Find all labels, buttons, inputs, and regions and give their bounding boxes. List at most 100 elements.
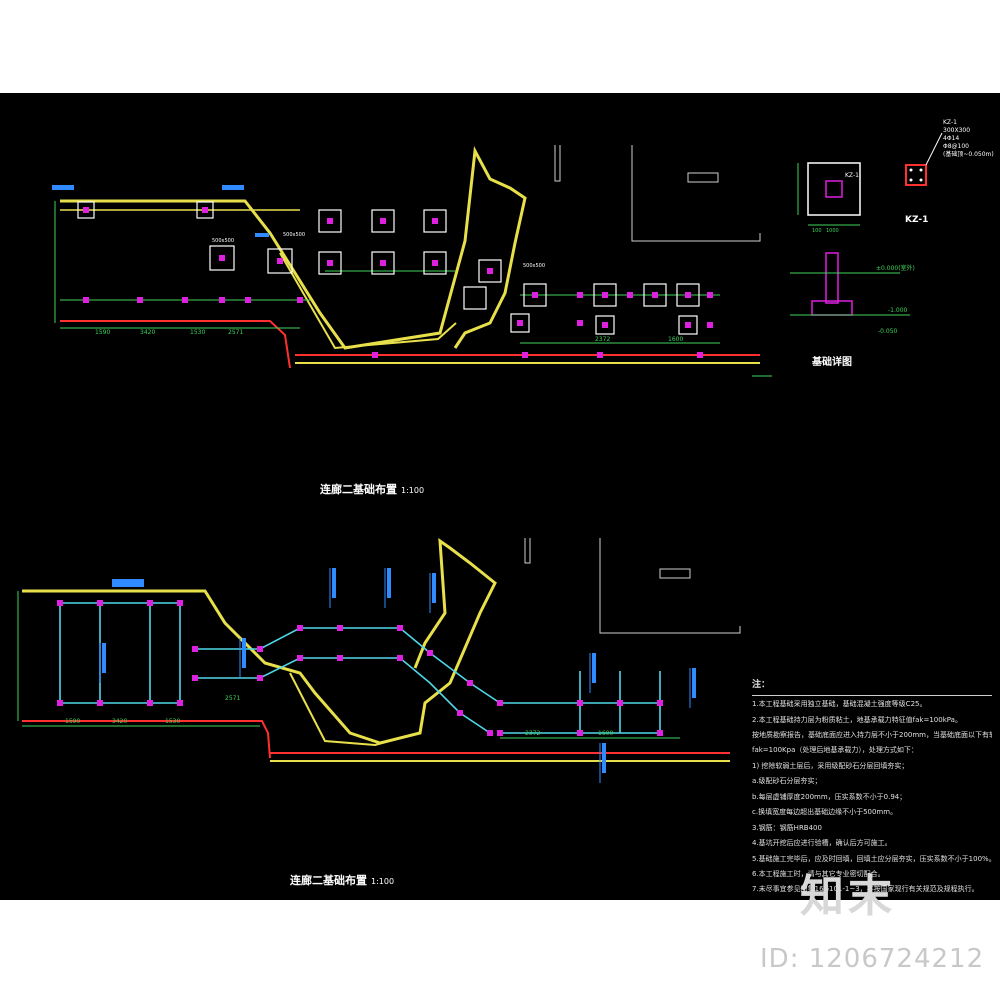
column-marker <box>337 625 343 631</box>
column-marker <box>297 297 303 303</box>
column-marker <box>457 710 463 716</box>
column-marker <box>177 700 183 706</box>
detail-col-note-2: 300X300 <box>943 127 970 134</box>
note-item: b.每层虚铺厚度200mm，压实系数不小于0.94； <box>752 792 907 801</box>
column-marker <box>257 675 263 681</box>
annotation-tag <box>332 568 336 598</box>
column-marker <box>467 680 473 686</box>
column-marker <box>97 700 103 706</box>
detail-section-title: 基础详图 <box>811 355 852 368</box>
column-marker <box>137 297 143 303</box>
footing-pad <box>678 315 698 335</box>
bottom-wall-inner <box>289 672 421 747</box>
detail-elev-1: ±0.000(室外) <box>876 264 915 272</box>
footing-pad <box>196 201 214 219</box>
notes-title: 注： <box>752 680 771 690</box>
top-columns <box>83 207 713 358</box>
note-item: 按地质勘察报告，基础底面应进入持力层不小于200mm，当基础底面以下有软弱土层时… <box>752 731 992 740</box>
note-item: 5.基础施工完毕后，应及时回填，回填土应分层夯实，压实系数不小于100%。 <box>752 854 992 863</box>
annotation-tag <box>592 653 596 683</box>
column-marker <box>577 320 583 326</box>
top-label-blue-2 <box>222 185 244 190</box>
column-marker <box>487 268 493 274</box>
top-label-blue-1 <box>52 185 74 190</box>
notes-rule <box>752 695 992 697</box>
bottom-columns <box>57 600 663 736</box>
column-marker <box>577 292 583 298</box>
top-cap-label-2: 500x500 <box>283 232 305 238</box>
column-marker <box>83 207 89 213</box>
footing-pad <box>318 251 342 275</box>
drawing-canvas[interactable]: 1590 3420 1530 2571 2372 1600 500x500 50… <box>0 93 1000 900</box>
notes-block: 注： 1.本工程基础采用独立基础，基础混凝土强度等级C25。 2.本工程基础持力… <box>752 679 992 901</box>
bottom-device-box <box>659 568 691 579</box>
beam-line <box>195 657 491 734</box>
detail-elev-2: -1.000 <box>888 307 908 314</box>
detail-column-plan <box>825 180 843 198</box>
watermark-brand: 知末 <box>800 871 896 922</box>
bottom-building-outline <box>524 538 531 564</box>
annotation-tag <box>102 643 106 673</box>
footing-pad <box>595 315 615 335</box>
watermark-id: ID: 1206724212 <box>760 944 985 974</box>
column-marker <box>497 700 503 706</box>
bottom-dim-4: 2571 <box>225 695 240 702</box>
detail-col-note-1: KZ-1 <box>943 119 957 126</box>
detail-section-column <box>825 252 839 304</box>
top-building-stair <box>631 145 761 242</box>
column-marker <box>627 292 633 298</box>
column-marker <box>657 730 663 736</box>
detail-leader <box>925 132 943 166</box>
column-marker <box>657 700 663 706</box>
column-marker <box>707 322 713 328</box>
column-marker <box>497 730 503 736</box>
footing-pad <box>676 283 700 307</box>
footing-pad <box>478 259 502 283</box>
column-marker <box>147 600 153 606</box>
footing-pad <box>209 245 235 271</box>
top-dim-5: 2372 <box>595 336 610 343</box>
top-dim-1: 1590 <box>95 329 110 336</box>
column-marker <box>202 207 208 213</box>
note-item: 2.本工程基础持力层为粉质粘土，地基承载力特征值fak=100kPa。 <box>752 715 962 724</box>
bottom-annotations <box>99 568 696 783</box>
bottom-plan: 1590 3420 1530 2571 2372 1600 <box>17 537 741 783</box>
footing-pad <box>463 286 487 310</box>
cad-drawing: 1590 3420 1530 2571 2372 1600 500x500 50… <box>17 119 994 783</box>
column-marker <box>219 255 225 261</box>
column-marker <box>219 297 225 303</box>
column-marker <box>147 700 153 706</box>
note-item: a.级配砂石分层夯实； <box>752 777 822 786</box>
footing-pad <box>423 209 447 233</box>
column-marker <box>192 675 198 681</box>
column-marker <box>707 292 713 298</box>
top-dim-3: 1530 <box>190 329 205 336</box>
footing-pad <box>593 283 617 307</box>
column-marker <box>532 292 538 298</box>
top-device-box <box>687 172 719 183</box>
detail-col-label: KZ-1 <box>905 215 928 225</box>
detail-col-note-4: Φ8@100 <box>943 143 969 150</box>
bottom-boundary-left <box>22 720 271 759</box>
column-marker <box>432 260 438 266</box>
column-marker <box>652 292 658 298</box>
beam-line <box>195 627 501 704</box>
top-label-blue-3 <box>255 233 269 237</box>
bottom-label-blue <box>112 579 144 587</box>
top-dim-2: 3420 <box>140 329 155 336</box>
top-plan-scale: 1:100 <box>401 486 425 495</box>
column-marker <box>427 650 433 656</box>
detail-column-section <box>905 164 927 186</box>
note-item: 6.本工程施工时，请与其它专业密切配合。 <box>752 869 885 878</box>
column-marker <box>397 655 403 661</box>
column-marker <box>277 258 283 264</box>
annotation-tag <box>602 743 606 773</box>
column-marker <box>83 297 89 303</box>
column-marker <box>577 730 583 736</box>
top-wall-outline <box>60 146 527 350</box>
annotation-tag <box>432 573 436 603</box>
column-marker <box>380 218 386 224</box>
column-marker <box>327 260 333 266</box>
column-marker <box>517 320 523 326</box>
